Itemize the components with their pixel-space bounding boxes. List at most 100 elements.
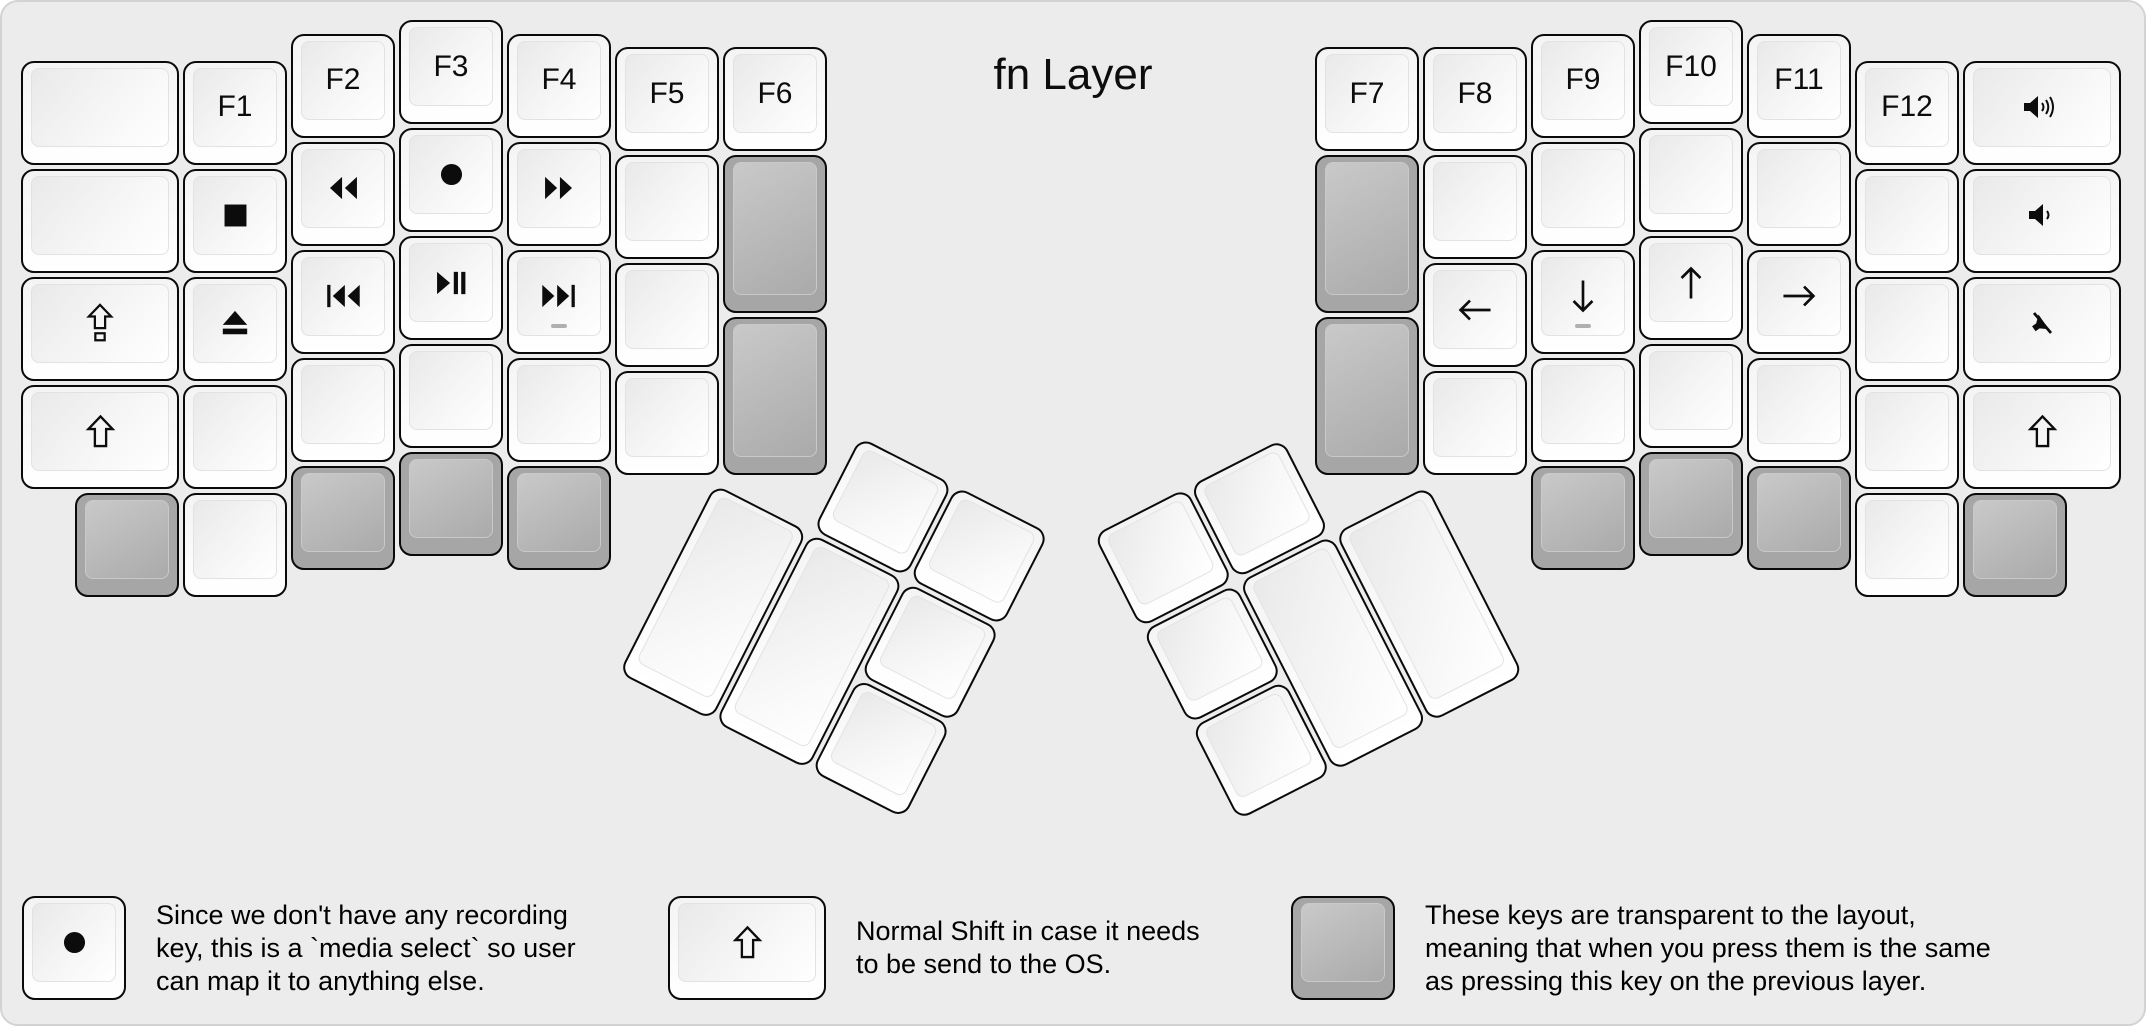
key-transparent[interactable] (1531, 465, 1635, 570)
key-mute[interactable] (1963, 276, 2121, 381)
keycap-surface (517, 364, 601, 444)
arrow-right-icon (1779, 276, 1819, 316)
key-label: F6 (757, 76, 793, 110)
mute-icon (2023, 308, 2061, 338)
key-f2[interactable]: F2 (291, 33, 395, 138)
keycap-surface (409, 135, 493, 214)
key-blank[interactable] (1639, 128, 1743, 232)
key-arrow-left[interactable] (1423, 263, 1527, 367)
key-blank[interactable] (1423, 155, 1527, 259)
key-blank[interactable] (1531, 357, 1635, 462)
key-transparent[interactable] (75, 492, 179, 597)
key-blank[interactable] (1855, 492, 1959, 597)
key-blank[interactable] (21, 60, 179, 165)
keycap-surface: F12 (1865, 67, 1949, 147)
key-stop[interactable] (183, 168, 287, 273)
key-transparent[interactable] (1963, 492, 2067, 597)
keycap-surface (1757, 148, 1841, 228)
keycap-surface (301, 148, 385, 228)
key-prev-track[interactable] (291, 249, 395, 354)
key-blank[interactable] (1855, 384, 1959, 489)
key-next-track[interactable] (507, 249, 611, 354)
key-label: F8 (1457, 76, 1493, 110)
key-blank[interactable] (615, 263, 719, 367)
legend-text-shift: Normal Shift in case it needs to be send… (856, 916, 1200, 979)
key-f3[interactable]: F3 (399, 20, 503, 124)
key-rewind[interactable] (291, 141, 395, 246)
key-blank[interactable] (1747, 357, 1851, 462)
key-shift[interactable] (1963, 384, 2121, 489)
key-volume-down[interactable] (1963, 168, 2121, 273)
key-fast-forward[interactable] (507, 141, 611, 246)
stop-icon (222, 202, 249, 229)
key-f8[interactable]: F8 (1423, 47, 1527, 151)
key-transparent[interactable] (291, 465, 395, 570)
key-transparent[interactable] (507, 465, 611, 570)
keycap-surface (1325, 162, 1409, 295)
key-transparent[interactable] (1315, 317, 1419, 475)
keycap-surface (1973, 499, 2057, 579)
key-blank[interactable] (1747, 141, 1851, 246)
volume-up-icon (2020, 92, 2064, 122)
key-blank[interactable] (399, 344, 503, 448)
keycap-surface (1865, 499, 1949, 579)
key-blank[interactable] (615, 155, 719, 259)
key-blank[interactable] (1855, 168, 1959, 273)
legend-key-transparent (1291, 896, 1395, 1000)
keycap-surface (1865, 175, 1949, 255)
key-transparent[interactable] (1747, 465, 1851, 570)
key-blank[interactable] (1423, 371, 1527, 475)
key-f9[interactable]: F9 (1531, 33, 1635, 138)
key-blank[interactable] (1855, 276, 1959, 381)
keycap-surface (625, 162, 709, 241)
arrow-up-icon (1671, 263, 1711, 303)
key-media-select[interactable] (399, 128, 503, 232)
key-f1[interactable]: F1 (183, 60, 287, 165)
keycap-surface (1541, 472, 1625, 552)
keycap-surface (409, 351, 493, 430)
keycap-surface (193, 499, 277, 579)
key-volume-up[interactable] (1963, 60, 2121, 165)
key-transparent[interactable] (1315, 155, 1419, 313)
key-play-pause[interactable] (399, 236, 503, 340)
key-transparent[interactable] (723, 317, 827, 475)
key-blank[interactable] (615, 371, 719, 475)
key-transparent[interactable] (723, 155, 827, 313)
key-blank[interactable] (183, 384, 287, 489)
keycap-surface (625, 378, 709, 457)
key-blank[interactable] (1639, 344, 1743, 448)
key-arrow-up[interactable] (1639, 236, 1743, 340)
key-f5[interactable]: F5 (615, 47, 719, 151)
key-f10[interactable]: F10 (1639, 20, 1743, 124)
key-blank[interactable] (1531, 141, 1635, 246)
keycap-surface (1649, 459, 1733, 538)
fast-forward-icon (542, 175, 576, 201)
key-arrow-right[interactable] (1747, 249, 1851, 354)
key-blank[interactable] (291, 357, 395, 462)
key-shift-sample (668, 896, 826, 1000)
key-arrow-down[interactable] (1531, 249, 1635, 354)
homing-dash (551, 323, 567, 328)
eject-icon (220, 308, 250, 338)
key-f6[interactable]: F6 (723, 47, 827, 151)
key-f12[interactable]: F12 (1855, 60, 1959, 165)
keycap-surface (1757, 472, 1841, 552)
keycap-surface (301, 256, 385, 336)
key-transparent[interactable] (399, 452, 503, 556)
key-blank[interactable] (183, 492, 287, 597)
key-caps-lock[interactable] (21, 276, 179, 381)
key-f11[interactable]: F11 (1747, 33, 1851, 138)
key-blank[interactable] (507, 357, 611, 462)
key-transparent[interactable] (1639, 452, 1743, 556)
key-f4[interactable]: F4 (507, 33, 611, 138)
key-shift[interactable] (21, 384, 179, 489)
legend-key-media-select (22, 896, 126, 1000)
key-blank[interactable] (21, 168, 179, 273)
keycap-surface (1649, 135, 1733, 214)
keycap-surface: F9 (1541, 40, 1625, 120)
key-f7[interactable]: F7 (1315, 47, 1419, 151)
keycap-surface (85, 499, 169, 579)
keycap-surface (1541, 364, 1625, 444)
key-eject[interactable] (183, 276, 287, 381)
prev-track-icon (324, 283, 362, 309)
